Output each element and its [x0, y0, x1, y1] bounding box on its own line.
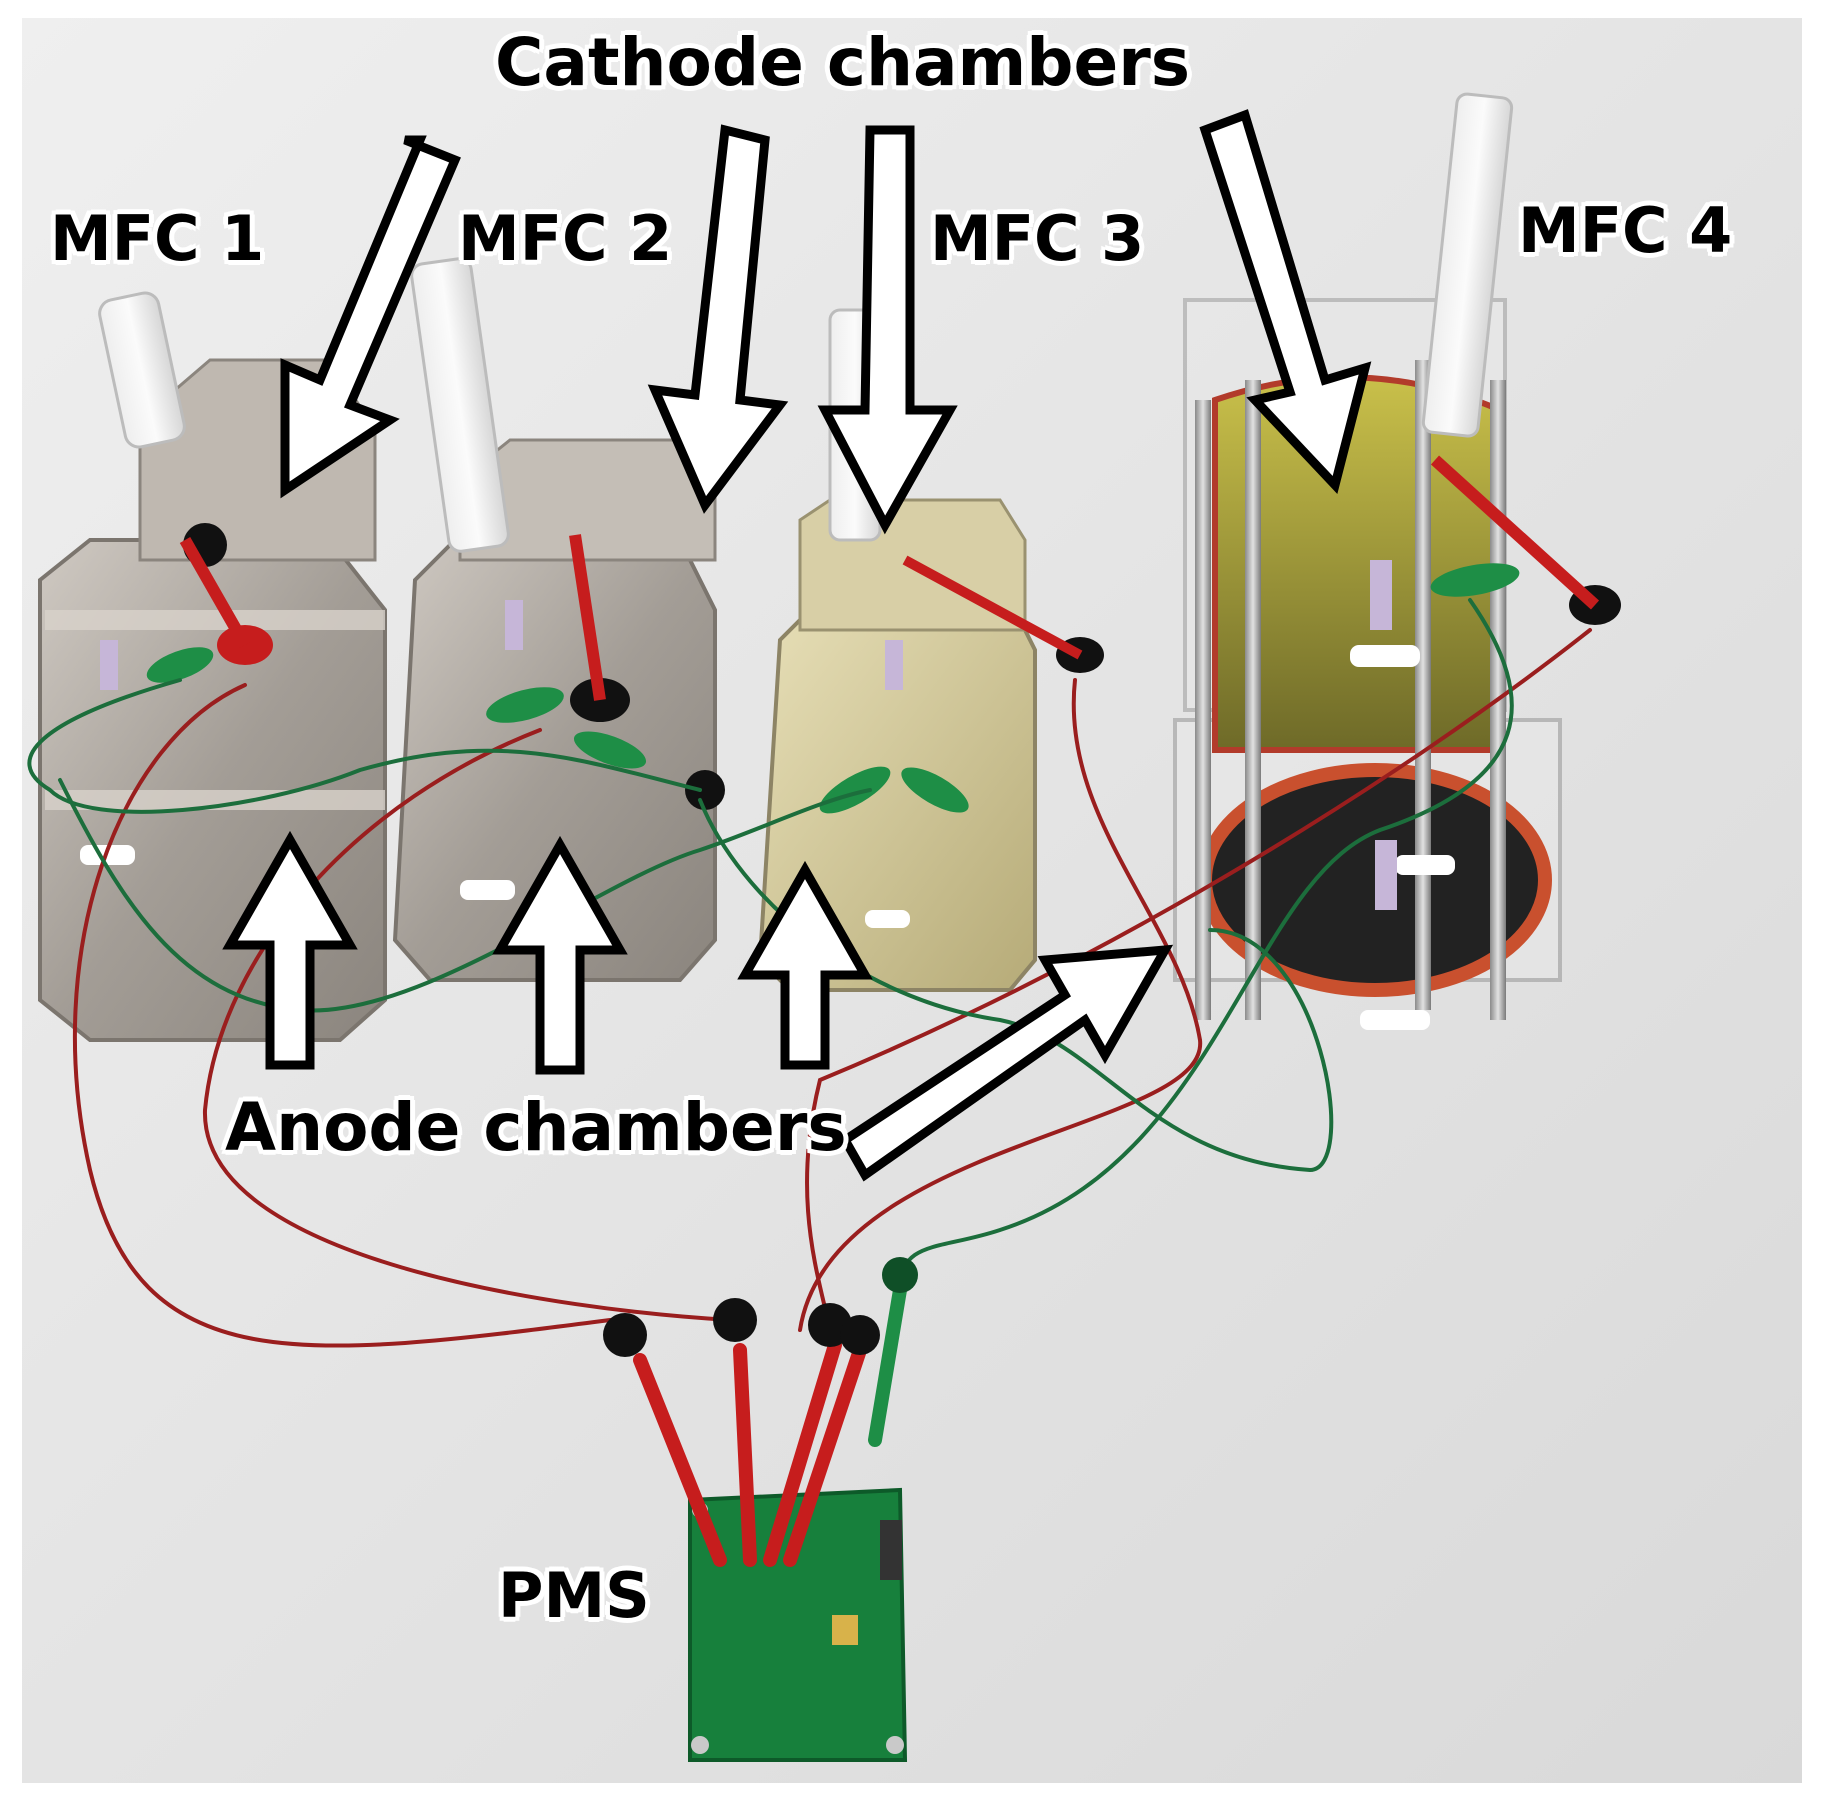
arrow-anode-mfc3: [737, 860, 873, 1070]
mfc4-device: [1173, 92, 1621, 1030]
mfc3-label: MFC 3: [930, 202, 1145, 275]
arrow-anode-mfc4: [838, 944, 1174, 1182]
arrow-anode-mfc2: [492, 835, 628, 1075]
pms-label: PMS: [498, 1559, 650, 1632]
mfc2-device: [392, 257, 725, 982]
arrow-anode-mfc1: [222, 830, 358, 1070]
cathode-chambers-label: Cathode chambers: [495, 24, 1191, 101]
wires: [27, 598, 1592, 1348]
mfc2-label: MFC 2: [458, 202, 673, 275]
pms-board: [603, 1257, 918, 1762]
mfc1-label: MFC 1: [50, 202, 265, 275]
arrow-cathode-mfc2: [647, 124, 789, 514]
annotation-arrows: [222, 109, 1372, 1182]
mfc4-label: MFC 4: [1518, 194, 1733, 267]
arrow-cathode-mfc4: [1199, 109, 1372, 495]
anode-chambers-label: Anode chambers: [225, 1089, 847, 1166]
arrow-cathode-mfc1: [280, 135, 461, 499]
arrow-cathode-mfc3: [817, 125, 958, 535]
